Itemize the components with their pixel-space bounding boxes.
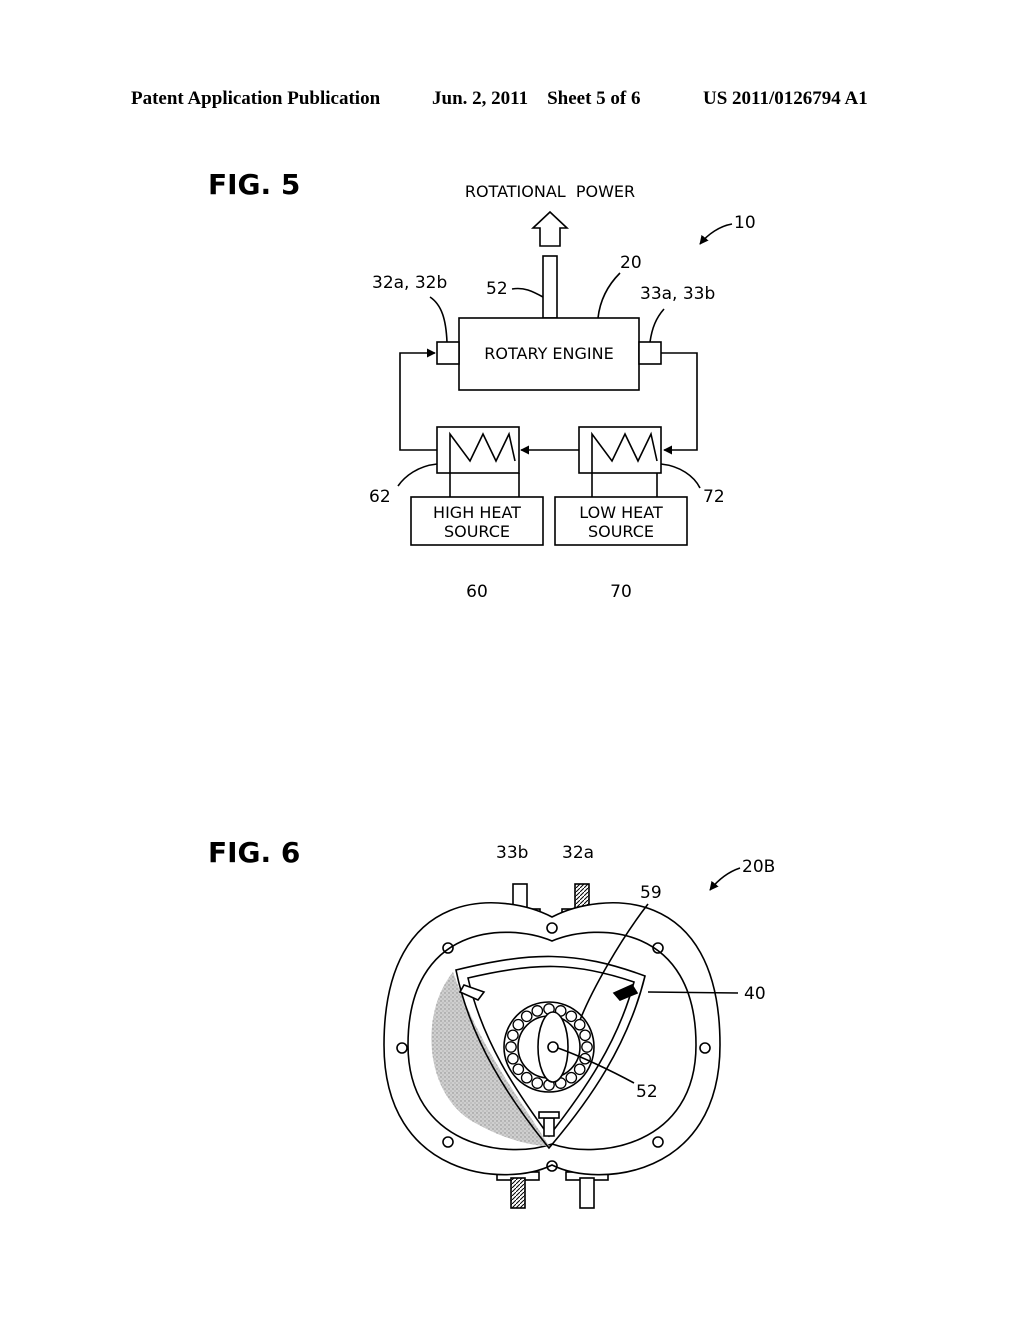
output-shaft [542, 255, 558, 319]
bearing-ball [531, 1005, 544, 1017]
bolt-hole [442, 942, 454, 954]
low-source-ref: 70 [610, 582, 632, 602]
device-ref: 20B [742, 857, 775, 877]
bolt-hole [546, 1160, 558, 1172]
bolt-hole [396, 1042, 408, 1054]
bolt-hole [442, 1136, 454, 1148]
shaft-ref: 52 [486, 279, 508, 299]
output-arrow [530, 210, 570, 247]
bearing-ball [507, 1029, 519, 1042]
low-heat-source-box [554, 496, 688, 546]
fig6-title: FIG. 6 [208, 836, 301, 869]
exchanger-62-leader [397, 463, 438, 487]
output-label: ROTATIONAL POWER [465, 182, 635, 201]
bearing-outer [503, 1001, 595, 1093]
bearing-ball [565, 1010, 578, 1023]
rotor-inner-outline [467, 965, 635, 1138]
pipe-left [399, 348, 437, 451]
exchanger-62-ref: 62 [369, 487, 391, 507]
high-source-line1: HIGH HEAT [433, 503, 521, 522]
engine-ref-leader [597, 272, 621, 319]
right-port [638, 341, 662, 365]
system-ref-arrow [699, 223, 733, 245]
engine-ref: 20 [620, 253, 642, 273]
shaft-ref-leader [511, 287, 544, 298]
apex-seal-bottom-cap [538, 1111, 560, 1119]
left-port-ref: 32a, 32b [372, 273, 447, 293]
left-port-leader [429, 296, 448, 343]
high-source-line2: SOURCE [444, 522, 510, 541]
engine-label: ROTARY ENGINE [484, 344, 613, 363]
bolt-hole [652, 942, 664, 954]
bolt-hole [699, 1042, 711, 1054]
apex-seal-right [612, 983, 639, 1001]
rotor-ref-leader [647, 991, 739, 994]
bearing-ball [520, 1071, 533, 1084]
apex-seal-bottom [543, 1117, 555, 1137]
low-source-line2: SOURCE [588, 522, 654, 541]
bearing-ball [531, 1077, 544, 1089]
bearing-ball [579, 1029, 591, 1042]
bearing-ball [573, 1063, 586, 1076]
header-patent-number: US 2011/0126794 A1 [703, 88, 868, 109]
high-source-ref: 60 [466, 582, 488, 602]
high-heat-source-box [410, 496, 544, 546]
working-chamber [431, 972, 549, 1146]
header-date-sheet: Jun. 2, 2011 Sheet 5 of 6 [432, 88, 641, 109]
gear-ref-leader [579, 903, 649, 1021]
bearing-ball [581, 1041, 593, 1053]
rotor-outline [455, 955, 646, 1150]
left-port [436, 341, 460, 365]
fig5-diagram: ROTATIONAL POWER 10 52 ROTARY ENGINE 20 … [369, 182, 756, 602]
bearing-ball [505, 1041, 517, 1053]
bolt-hole [652, 1136, 664, 1148]
bearing-ball [512, 1063, 525, 1076]
bottom-port-left-stub [510, 1177, 526, 1209]
bearing-ball [520, 1010, 533, 1023]
port-32a-ref: 32a [562, 843, 594, 863]
low-source-line1: LOW HEAT [579, 503, 663, 522]
right-port-ref: 33a, 33b [640, 284, 715, 304]
bolt-hole [546, 922, 558, 934]
shaft-ref-leader-fig6 [557, 1047, 635, 1084]
rotor-ref: 40 [744, 984, 766, 1004]
right-port-leader [649, 308, 665, 343]
zigzag-62 [449, 431, 516, 473]
gear-ref: 59 [640, 883, 662, 903]
shaft-center [547, 1041, 559, 1053]
bearing-ball [507, 1052, 519, 1065]
system-ref: 10 [734, 213, 756, 233]
shaft-ref-fig6: 52 [636, 1082, 658, 1102]
port-33b-ref: 33b [496, 843, 528, 863]
bearing-ball [565, 1071, 578, 1084]
bearing-ball [573, 1018, 586, 1031]
device-ref-arrow [709, 867, 741, 891]
bearing-ball [512, 1018, 525, 1031]
pipe-right [661, 352, 698, 455]
header-publication: Patent Application Publication [131, 88, 381, 109]
fig5-title: FIG. 5 [208, 168, 301, 201]
zigzag-72 [591, 431, 658, 473]
fig6-diagram: 33b 32a 20B [383, 843, 775, 1209]
exchanger-72-leader [660, 463, 701, 489]
bottom-port-right-stub [579, 1177, 595, 1209]
exchanger-72-ref: 72 [703, 487, 725, 507]
bearing-balls [505, 1003, 593, 1091]
apex-seal-left [458, 984, 486, 1001]
